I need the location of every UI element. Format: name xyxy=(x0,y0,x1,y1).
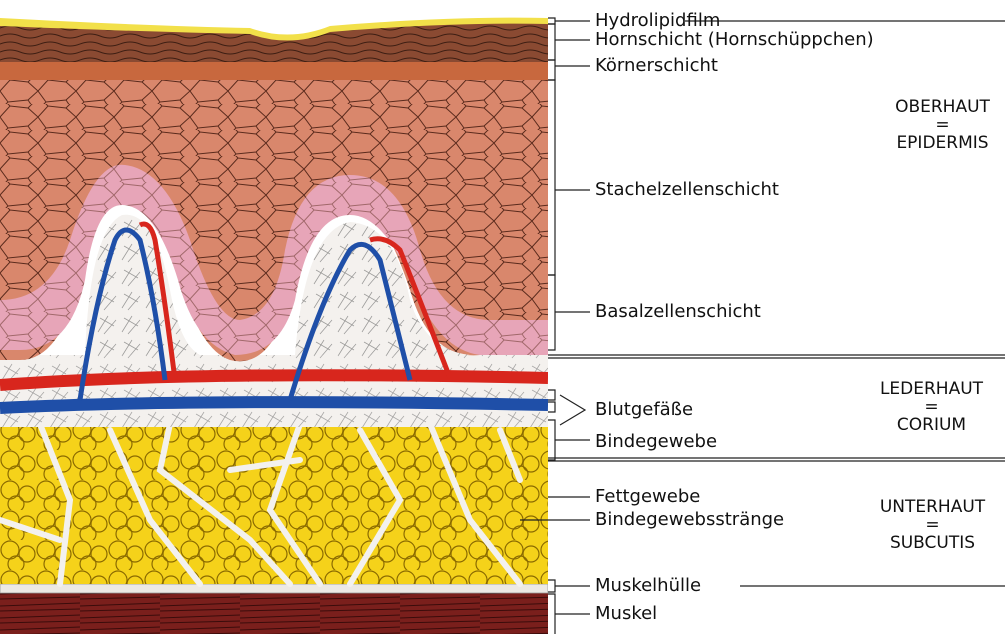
section-subcutis-eq: = xyxy=(860,518,1005,532)
label-hornschicht: Hornschicht (Hornschüppchen) xyxy=(595,30,874,50)
section-epidermis-latin: EPIDERMIS xyxy=(880,132,1005,154)
section-subcutis: UNTERHAUT = SUBCUTIS xyxy=(860,496,1005,554)
label-fettgewebe: Fettgewebe xyxy=(595,487,700,507)
label-muskel: Muskel xyxy=(595,604,657,624)
vein xyxy=(0,402,548,408)
label-muskelhuelle: Muskelhülle xyxy=(595,576,701,596)
section-corium: LEDERHAUT = CORIUM xyxy=(858,378,1005,436)
section-corium-latin: CORIUM xyxy=(858,414,1005,436)
section-epidermis: OBERHAUT = EPIDERMIS xyxy=(880,96,1005,154)
label-blutgefaesse: Blutgefäße xyxy=(595,400,693,420)
label-hydrolipidfilm: Hydrolipidfilm xyxy=(595,11,720,31)
muscle-sheath xyxy=(0,584,548,593)
muscle-layer xyxy=(0,592,548,634)
label-koernerschicht: Körnerschicht xyxy=(595,56,718,76)
label-bindegewebsstraenge: Bindegewebsstränge xyxy=(595,510,784,530)
section-subcutis-latin: SUBCUTIS xyxy=(860,532,1005,554)
label-stachelzellenschicht: Stachelzellenschicht xyxy=(595,180,779,200)
label-basalzellenschicht: Basalzellenschicht xyxy=(595,302,761,322)
section-epidermis-eq: = xyxy=(880,118,1005,132)
section-corium-eq: = xyxy=(858,400,1005,414)
label-bindegewebe: Bindegewebe xyxy=(595,432,717,452)
granular-layer xyxy=(0,62,548,80)
